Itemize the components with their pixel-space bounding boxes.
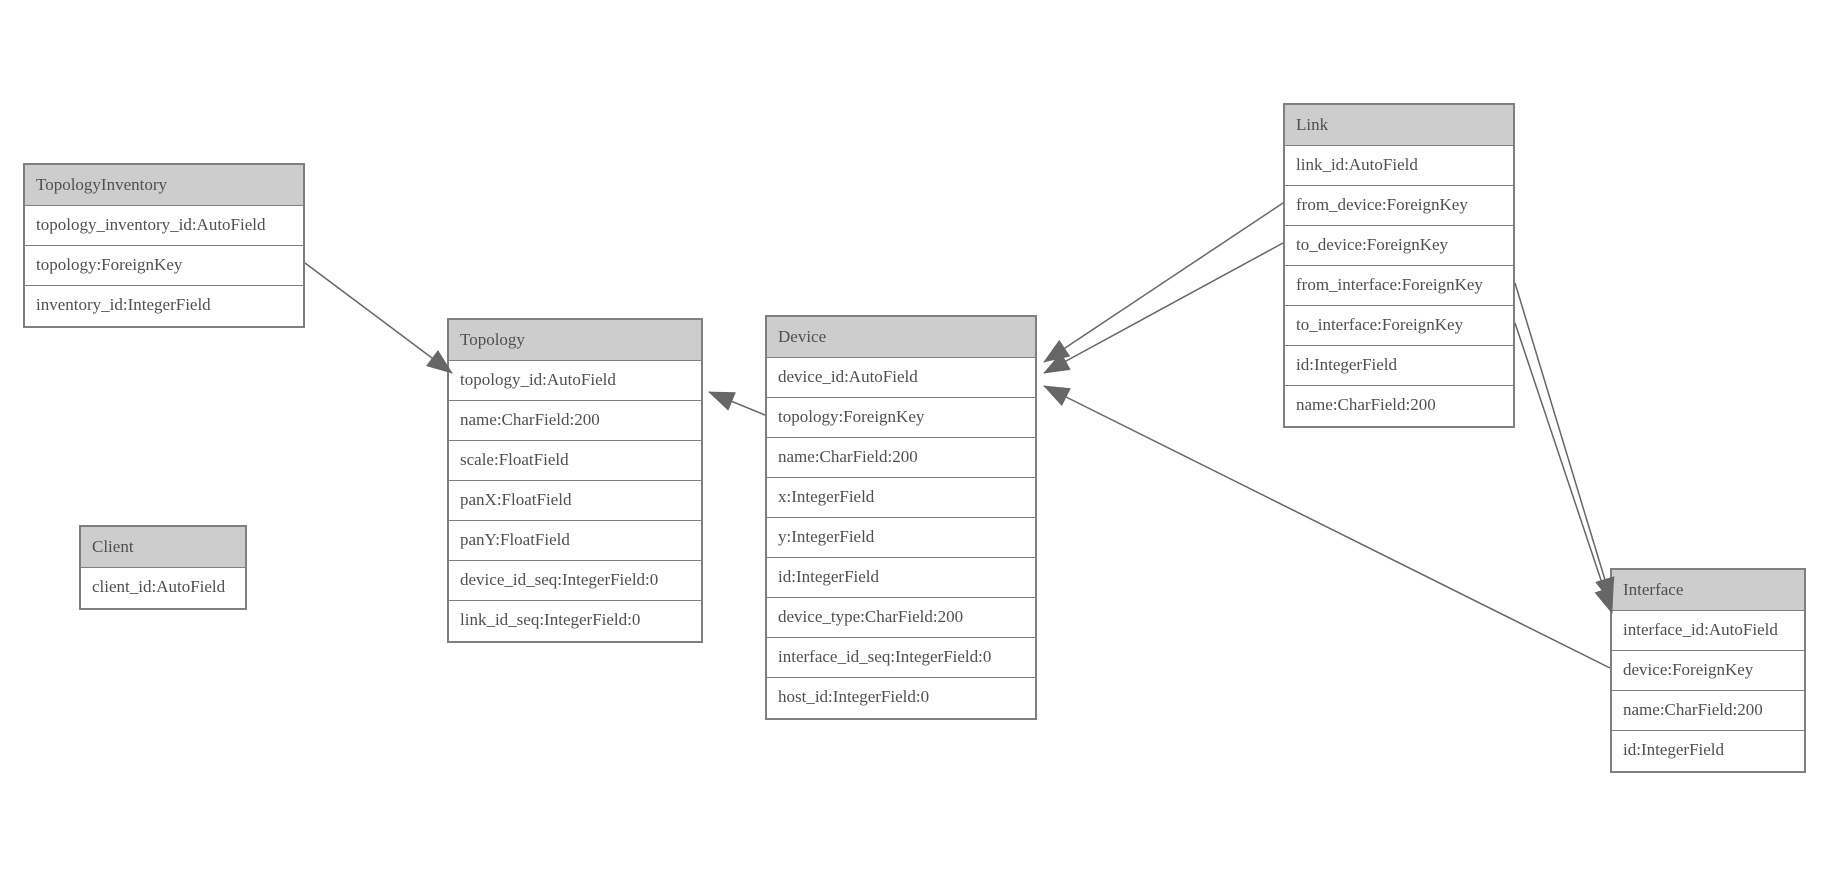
field-row: panY:FloatField: [449, 521, 701, 561]
field-row: device:ForeignKey: [1612, 651, 1804, 691]
field-row: interface_id_seq:IntegerField:0: [767, 638, 1035, 678]
field-row: topology_id:AutoField: [449, 361, 701, 401]
field-row: from_interface:ForeignKey: [1285, 266, 1513, 306]
entity-title-link: Link: [1285, 105, 1513, 146]
field-row: name:CharField:200: [449, 401, 701, 441]
field-row: device_id_seq:IntegerField:0: [449, 561, 701, 601]
field-row: host_id:IntegerField:0: [767, 678, 1035, 718]
field-row: id:IntegerField: [1612, 731, 1804, 771]
field-row: name:CharField:200: [1285, 386, 1513, 426]
edge-link-to-device: [1043, 242, 1284, 374]
edge-topologyinventory-topology: [304, 262, 453, 374]
entity-title-client: Client: [81, 527, 245, 568]
field-row: link_id_seq:IntegerField:0: [449, 601, 701, 641]
field-row: to_interface:ForeignKey: [1285, 306, 1513, 346]
edge-interface-device: [1043, 385, 1611, 669]
entity-title-topologyinventory: TopologyInventory: [25, 165, 303, 206]
field-row: topology:ForeignKey: [25, 246, 303, 286]
field-row: device_type:CharField:200: [767, 598, 1035, 638]
edge-link-from-device: [1043, 202, 1284, 363]
field-row: name:CharField:200: [767, 438, 1035, 478]
field-row: client_id:AutoField: [81, 568, 245, 608]
field-row: id:IntegerField: [767, 558, 1035, 598]
field-row: y:IntegerField: [767, 518, 1035, 558]
field-row: topology:ForeignKey: [767, 398, 1035, 438]
field-row: inventory_id:IntegerField: [25, 286, 303, 326]
field-row: device_id:AutoField: [767, 358, 1035, 398]
field-row: to_device:ForeignKey: [1285, 226, 1513, 266]
field-row: interface_id:AutoField: [1612, 611, 1804, 651]
field-row: x:IntegerField: [767, 478, 1035, 518]
field-row: panX:FloatField: [449, 481, 701, 521]
entity-title-interface: Interface: [1612, 570, 1804, 611]
field-row: name:CharField:200: [1612, 691, 1804, 731]
field-row: from_device:ForeignKey: [1285, 186, 1513, 226]
edge-device-topology: [708, 391, 766, 416]
entity-title-device: Device: [767, 317, 1035, 358]
field-row: id:IntegerField: [1285, 346, 1513, 386]
edge-link-to-interface: [1514, 322, 1614, 614]
field-row: topology_inventory_id:AutoField: [25, 206, 303, 246]
field-row: link_id:AutoField: [1285, 146, 1513, 186]
entity-title-topology: Topology: [449, 320, 701, 361]
field-row: scale:FloatField: [449, 441, 701, 481]
edge-link-from-interface: [1514, 282, 1615, 604]
